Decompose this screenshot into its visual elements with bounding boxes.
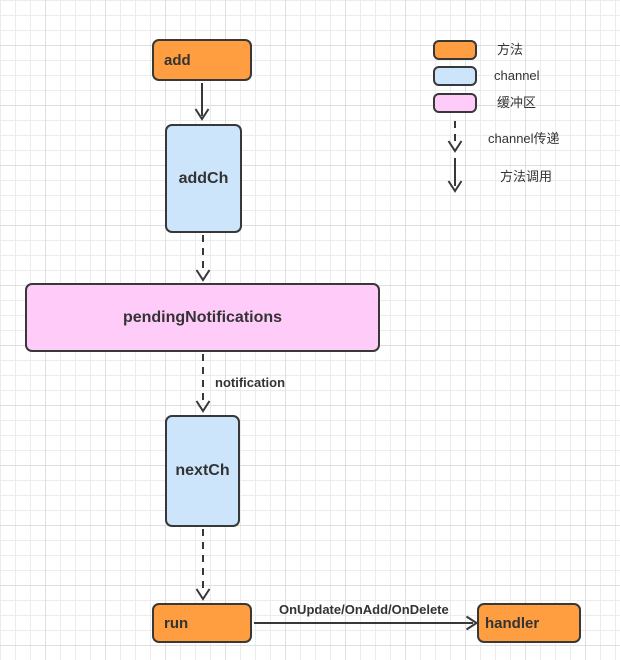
legend-channel-swatch	[433, 66, 477, 86]
edge-nextch-to-run	[195, 529, 211, 601]
node-run-label: run	[164, 614, 189, 632]
legend-dashed-arrow-label: channel传递	[488, 131, 560, 146]
node-addch: addCh	[165, 124, 242, 233]
node-pending-label: pendingNotifications	[122, 308, 283, 326]
legend-channel-label: channel	[494, 68, 540, 83]
node-pending-notifications: pendingNotifications	[25, 283, 380, 352]
legend-buffer-swatch	[433, 93, 477, 113]
edge-label-notification: notification	[215, 375, 286, 390]
node-handler-label: handler	[485, 614, 540, 632]
legend-buffer-label: 缓冲区	[497, 95, 537, 110]
node-nextch-label: nextCh	[175, 462, 230, 479]
edge-add-to-addch	[194, 83, 210, 121]
edge-run-to-handler	[254, 615, 479, 631]
legend-dashed-arrow-icon	[447, 121, 463, 153]
node-add: add	[152, 39, 252, 81]
node-handler: handler	[477, 603, 581, 643]
node-add-label: add	[164, 51, 191, 69]
legend-solid-arrow-icon	[447, 158, 463, 193]
edge-label-run-handler: OnUpdate/OnAdd/OnDelete	[279, 602, 449, 617]
node-nextch: nextCh	[165, 415, 240, 527]
edge-pending-to-nextch	[195, 354, 211, 413]
node-addch-label: addCh	[178, 169, 229, 187]
edge-addch-to-pending	[195, 235, 211, 282]
legend-solid-arrow-label: 方法调用	[500, 169, 553, 184]
legend-method-label: 方法	[497, 42, 524, 57]
legend-method-swatch	[433, 40, 477, 60]
node-run: run	[152, 603, 252, 643]
